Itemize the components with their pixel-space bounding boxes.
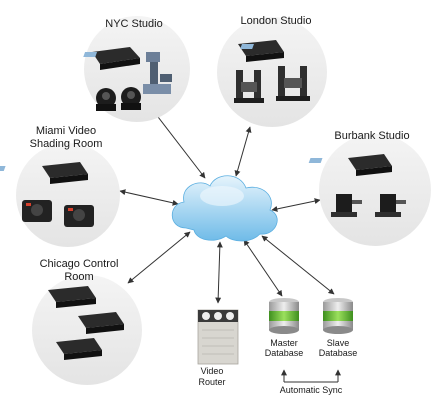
location-burbank-studio: Burbank Studio xyxy=(308,130,431,246)
ptz-camera-icon xyxy=(96,88,116,111)
router-icon xyxy=(197,309,239,365)
location-label: London Studio xyxy=(241,15,312,27)
location-circle xyxy=(16,143,120,247)
location-label: Shading Room xyxy=(30,138,103,150)
link-burbank xyxy=(271,198,321,212)
location-label: Room xyxy=(64,271,93,283)
location-chicago-control-room: Chicago Control Room xyxy=(32,258,142,385)
location-label: Miami Video xyxy=(36,125,96,137)
location-nyc-studio: NYC Studio xyxy=(83,16,190,122)
router-label: Video xyxy=(201,366,224,376)
location-label: Chicago Control xyxy=(40,258,119,270)
location-london-studio: London Studio xyxy=(217,15,327,127)
location-miami-shading-room: Miami Video Shading Room xyxy=(0,125,120,247)
control-panel-icon xyxy=(48,286,96,308)
master-db-label: Database xyxy=(265,348,304,358)
robotic-camera-icon xyxy=(276,66,310,101)
shading-panel-icon xyxy=(22,200,52,222)
slave-db-label: Database xyxy=(319,348,358,358)
database-icon xyxy=(323,298,353,334)
location-label: NYC Studio xyxy=(105,18,162,30)
control-panel-icon xyxy=(0,162,88,184)
router-label: Router xyxy=(198,377,225,387)
control-panel-icon xyxy=(308,154,392,176)
location-label: Burbank Studio xyxy=(334,130,409,142)
cloud-icon xyxy=(171,175,278,242)
robotic-camera-icon xyxy=(234,70,264,103)
link-miami xyxy=(119,189,179,206)
location-circle xyxy=(217,17,327,127)
location-circle xyxy=(319,134,431,246)
control-panel-icon xyxy=(83,47,140,70)
shading-panel-icon xyxy=(64,205,94,227)
database-icon xyxy=(269,298,299,334)
robotic-camera-icon xyxy=(331,194,362,217)
slave-db-label: Slave xyxy=(327,338,350,348)
link-slave-db xyxy=(261,235,335,295)
ptz-camera-icon xyxy=(121,87,141,110)
robotic-camera-icon xyxy=(143,52,172,94)
link-router xyxy=(215,241,223,304)
robotic-camera-icon xyxy=(375,194,406,217)
connections xyxy=(119,99,335,304)
control-panel-icon xyxy=(78,312,124,334)
control-panel-icon xyxy=(56,338,102,360)
link-master-db xyxy=(243,239,283,297)
sync-connector xyxy=(281,369,341,383)
sync-label: Automatic Sync xyxy=(280,385,343,395)
control-panel-icon xyxy=(238,40,284,62)
master-db-label: Master xyxy=(270,338,298,348)
link-london xyxy=(234,126,252,177)
link-chicago xyxy=(127,231,191,284)
